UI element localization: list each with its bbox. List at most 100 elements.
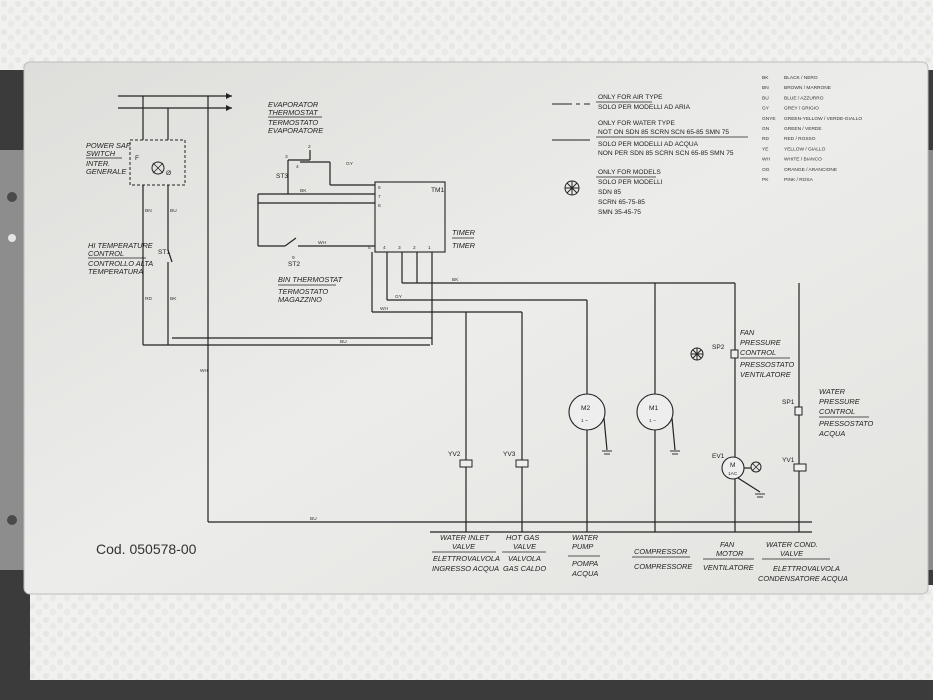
tm-term-2: 2 [413, 245, 416, 251]
color-name: BROWN / MARRONE [784, 85, 831, 91]
legend-air-type: ONLY FOR AIR TYPE SOLO PER MODELLI AD AR… [552, 94, 691, 111]
color-code: BK [762, 75, 769, 81]
st2-label: ST2 [288, 261, 300, 268]
tm-term-6: 6 [378, 185, 381, 191]
legend-model-sdn: SDN 85 [598, 189, 621, 196]
legend-water-it-0: SOLO PER MODELLI AD ACQUA [598, 141, 699, 148]
color-code: GN [762, 126, 770, 132]
color-code: GNYE [762, 116, 776, 122]
m1-label: M1 [649, 405, 658, 412]
st3-term-4: 4 [296, 164, 299, 170]
color-code: YE [762, 146, 768, 152]
bl-3-it-0: COMPRESSORE [634, 562, 692, 571]
code-label: Cod. 050578-00 [96, 541, 197, 557]
legend-water-type: ONLY FOR WATER TYPE NOT ON SDN 85 SCRN S… [552, 120, 748, 157]
legend-water-it-1: NON PER SDN 85 SCRN SCN 65-85 SMN 75 [598, 150, 734, 157]
wire-tag-bk-top: BK [452, 277, 459, 283]
sp1-water-pressure: SP1 [782, 399, 803, 416]
bottom-label-compressor: COMPRESSOR COMPRESSORE [632, 547, 692, 571]
left-wire-wh: WH [200, 368, 209, 374]
color-code: BN [762, 85, 769, 91]
color-name: WHITE / BIANCO [784, 157, 822, 163]
switch-fuse-label: F [135, 155, 139, 162]
bottom-label-water-pump: WATER PUMP POMPA ACQUA [568, 533, 600, 578]
timer-label-it: TIMER [452, 241, 476, 250]
bl-1-it-1: GAS CALDO [503, 564, 546, 573]
color-code: PK [762, 177, 769, 183]
bl-4-it-0: VENTILATORE [703, 563, 754, 572]
bl-5-en-1: VALVE [780, 549, 803, 558]
m2-label: M2 [581, 405, 590, 412]
hi-temp-label-it-1: CONTROLLO ALTA [88, 259, 153, 268]
left-wire-bn: BN [145, 208, 152, 214]
bl-5-it-1: CONDENSATORE ACQUA [758, 574, 848, 583]
left-wire-bk: BK [170, 296, 177, 302]
m2-water-pump: M2 1 ~ [568, 393, 612, 455]
switch-ground-label: Ø [166, 170, 171, 177]
fan-pressure-label-en-1: FAN [740, 328, 755, 337]
foam-bottom [30, 585, 933, 680]
foam-top [0, 0, 933, 70]
power-bus [118, 93, 232, 522]
ev1-fan-motor: M 1AC EV1 [712, 453, 765, 498]
left-wire-rd: RD [145, 296, 152, 302]
yv2-valve: YV2 [448, 451, 473, 468]
wiring-sticker [23, 61, 929, 595]
color-name: ORANGE / ARANCIONE [784, 167, 837, 173]
bl-1-it-0: VALVOLA [508, 554, 541, 563]
frame-hole-2 [8, 234, 16, 242]
bl-3-en-0: COMPRESSOR [634, 547, 688, 556]
legend-models: ONLY FOR MODELS SOLO PER MODELLI SDN 85 … [564, 169, 663, 216]
m1-phase: 1 ~ [649, 418, 656, 424]
fan-pressure-label-it-1: PRESSOSTATO [740, 360, 794, 369]
sp2-label: SP2 [712, 344, 725, 351]
legend-models-en: ONLY FOR MODELS [598, 169, 661, 176]
m1-compressor: M1 1 ~ [636, 393, 680, 455]
tm1-label: TM1 [431, 187, 445, 194]
sp1-label: SP1 [782, 399, 795, 406]
color-name: GREY / GRIGIO [784, 106, 819, 112]
tm-term-3: 3 [398, 245, 401, 251]
evap-thermo-label-it-1: TERMOSTATO [268, 118, 318, 127]
bl-0-it-0: ELETTROVALVOLA [433, 554, 500, 563]
water-pressure-label-en-1: WATER [819, 387, 846, 396]
tm-term-5: 5 [368, 245, 371, 251]
legend-air-en: ONLY FOR AIR TYPE [598, 94, 663, 101]
tm-term-7: 7 [378, 194, 381, 200]
power-switch-label-en-1: POWER SAF [86, 141, 131, 150]
bottom-label-hot-gas: HOT GAS VALVE VALVOLA GAS CALDO [502, 533, 546, 573]
color-code: BU [762, 95, 769, 101]
legend-model-smn: SMN 35-45-75 [598, 209, 641, 216]
bin-thermo-label-it-2: MAGAZZINO [278, 295, 322, 304]
ev1-motor-label: M [730, 462, 736, 469]
legend-air-it: SOLO PER MODELLI AD ARIA [598, 104, 691, 111]
wire-tag-wh: WH [380, 306, 389, 312]
color-code: GY [762, 106, 770, 112]
st3-term-2: 2 [308, 144, 311, 150]
legend-water-en-0: ONLY FOR WATER TYPE [598, 120, 676, 127]
fan-pressure-label-en-3: CONTROL [740, 348, 776, 357]
yv2-label: YV2 [448, 451, 461, 458]
st3-thermostat: ST3 3 2 4 GY [276, 144, 375, 194]
bl-4-en-0: FAN [720, 540, 735, 549]
wire-tag-gy: GY [395, 294, 403, 300]
water-pressure-label-it-2: ACQUA [818, 429, 845, 438]
bl-1-en-1: VALVE [513, 542, 536, 551]
st2-wire-wh: WH [318, 240, 327, 246]
color-name: RED / ROSSO [784, 136, 816, 142]
bin-thermo-label-it-1: TERMOSTATO [278, 287, 328, 296]
legend-model-scrn: SCRN 65-75-85 [598, 199, 645, 206]
frame-hole-3 [7, 515, 17, 525]
tm-term-8: 8 [378, 203, 381, 209]
bin-thermo-label-en: BIN THERMOSTAT [278, 275, 343, 284]
st2-term-9: 9 [292, 255, 295, 261]
frame-hole-1 [7, 192, 17, 202]
color-name: BLUE / AZZURRO [784, 95, 824, 101]
color-name: YELLOW / GIALLO [784, 146, 826, 152]
bl-5-en-0: WATER COND. [766, 540, 818, 549]
bl-2-it-1: ACQUA [571, 569, 598, 578]
ev1-label: EV1 [712, 453, 725, 460]
power-switch: F Ø [129, 139, 186, 330]
m2-phase: 1 ~ [581, 418, 588, 424]
